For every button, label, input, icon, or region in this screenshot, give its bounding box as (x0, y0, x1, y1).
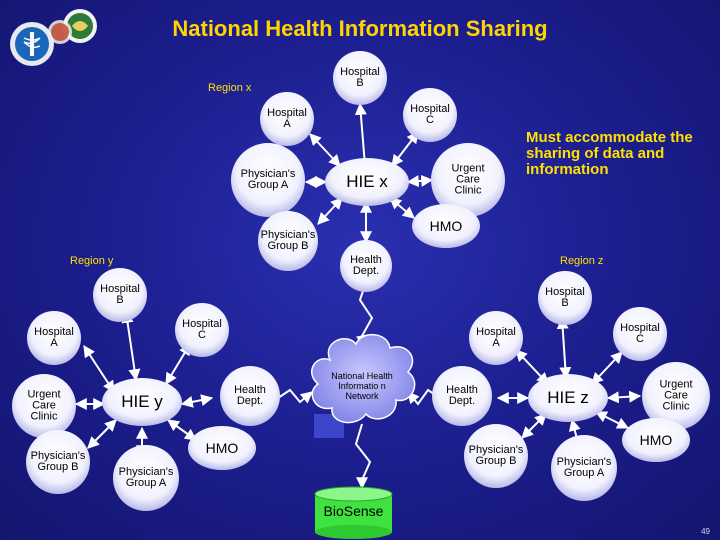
region-x-wires (304, 102, 434, 244)
node-z-hospital-c (613, 307, 667, 361)
label-y-health-dept: Health Dept. (234, 384, 266, 407)
label-network: National Health Informatio n Network (331, 371, 393, 401)
label-z-hmo: HMO (639, 432, 673, 448)
region-y-nodes (12, 268, 280, 511)
region-x-nodes (231, 51, 505, 292)
node-y-physicians-b (26, 430, 90, 494)
node-z-hospital-b (538, 271, 592, 325)
node-z-hie (528, 374, 608, 422)
label-z-hospital-c: Hospital C (620, 322, 660, 345)
label-y-hospital-b: Hospital B (100, 283, 140, 306)
node-x-physicians-b (258, 211, 318, 271)
label-y-hmo: HMO (205, 440, 239, 456)
label-y-physicians-b: Physician's Group B (30, 450, 86, 473)
node-y-hospital-a (27, 311, 81, 365)
requirement-note: Must accommodate the sharing of data and… (526, 129, 693, 178)
label-z-hospital-b: Hospital B (545, 286, 585, 309)
organization-logo (4, 6, 100, 68)
label-z-physicians-b: Physician's Group B (468, 444, 524, 467)
region-y-wires (74, 310, 214, 458)
node-y-hmo (188, 426, 256, 470)
node-z-hospital-a (469, 311, 523, 365)
node-z-urgent-care (642, 362, 710, 430)
node-z-physicians-b (464, 424, 528, 488)
label-x-hospital-b: Hospital B (340, 66, 380, 89)
network-cloud (311, 334, 416, 424)
node-z-hmo (622, 418, 690, 462)
label-x-physicians-b: Physician's Group B (260, 229, 316, 252)
label-y-hospital-c: Hospital C (182, 318, 222, 341)
slide-title: National Health Information Sharing (172, 16, 548, 41)
node-x-hospital-c (403, 88, 457, 142)
node-x-hospital-b (333, 51, 387, 105)
label-x-hospital-a: Hospital A (267, 107, 307, 130)
node-z-physicians-a (551, 435, 617, 501)
page-number: 49 (701, 527, 710, 536)
label-y-physicians-a: Physician's Group A (118, 466, 174, 489)
node-x-hmo (412, 204, 480, 248)
label-z-hie: HIE z (547, 388, 589, 407)
node-x-urgent-care (431, 143, 505, 217)
region-z-nodes (432, 271, 710, 501)
network-link-y (277, 388, 313, 404)
label-x-hospital-c: Hospital C (410, 103, 450, 126)
node-y-hie (102, 378, 182, 426)
label-x-hie: HIE x (346, 172, 388, 191)
label-x-health-dept: Health Dept. (350, 254, 382, 277)
biosense-database (314, 486, 393, 539)
label-y-urgent-care: Urgent Care Clinic (27, 388, 61, 423)
label-y-hie: HIE y (121, 392, 163, 411)
label-z-health-dept: Health Dept. (446, 384, 478, 407)
label-z-hospital-a: Hospital A (476, 326, 516, 349)
label-x-physicians-a: Physician's Group A (240, 168, 296, 191)
node-y-physicians-a (113, 445, 179, 511)
node-x-physicians-a (231, 143, 305, 217)
region-x-label: Region x (208, 82, 252, 94)
node-y-health-dept (220, 366, 280, 426)
label-x-hmo: HMO (429, 218, 463, 234)
label-z-urgent-care: Urgent Care Clinic (659, 378, 693, 413)
network-link-biosense (354, 423, 372, 490)
label-biosense: BioSense (323, 503, 384, 519)
node-x-health-dept (340, 240, 392, 292)
node-y-hospital-c (175, 303, 229, 357)
region-z-label: Region z (560, 255, 604, 267)
node-z-health-dept (432, 366, 492, 426)
region-y-label: Region y (70, 255, 114, 267)
node-x-hie (325, 158, 409, 206)
node-y-hospital-b (93, 268, 147, 322)
label-x-urgent-care: Urgent Care Clinic (451, 162, 485, 197)
node-y-urgent-care (12, 374, 76, 438)
node-x-hospital-a (260, 92, 314, 146)
label-y-hospital-a: Hospital A (34, 326, 74, 349)
label-z-physicians-a: Physician's Group A (556, 456, 612, 479)
